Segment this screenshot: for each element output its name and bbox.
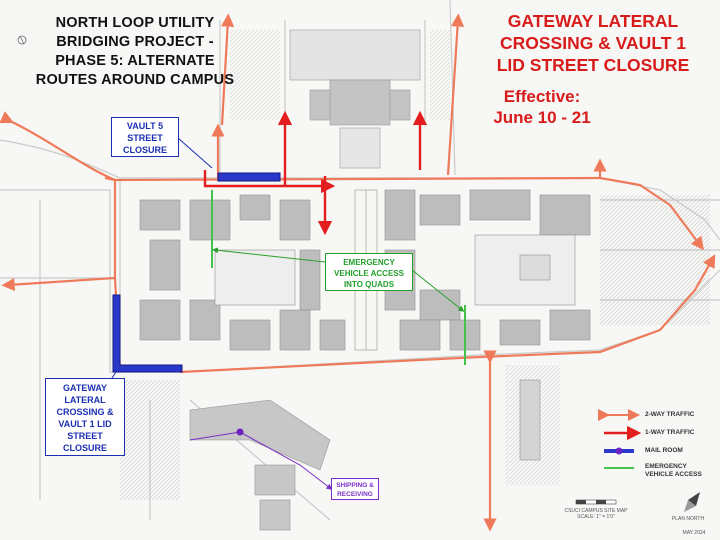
emergency-access-callout: EMERGENCY VEHICLE ACCESS INTO QUADS — [325, 253, 413, 291]
callout-line: STREET — [127, 133, 163, 143]
map-date: MAY 2024 — [682, 530, 706, 536]
legend-two-way: 2-WAY TRAFFIC — [645, 411, 695, 418]
site-map-scale: SCALE: 1" = 1'0" — [577, 514, 615, 520]
closure-title-line: LID STREET CLOSURE — [496, 55, 690, 75]
two-way-routes — [0, 13, 716, 532]
mail-room — [189, 428, 333, 490]
callout-line: INTO QUADS — [343, 280, 395, 289]
callout-line: EMERGENCY — [343, 258, 395, 267]
callout-line: CROSSING & — [56, 407, 114, 417]
legend-one-way: 1-WAY TRAFFIC — [645, 429, 695, 436]
callout-line: LATERAL — [64, 395, 106, 405]
map-title-line: NORTH LOOP UTILITY — [55, 15, 215, 31]
effective-label: Effective: — [503, 87, 581, 106]
plan-north-label: PLAN NORTH — [671, 516, 705, 522]
closure-title: GATEWAY LATERAL CROSSING & VAULT 1 LID S… — [470, 10, 716, 76]
parking-areas — [120, 30, 710, 500]
callout-line: VAULT 1 LID — [58, 419, 112, 429]
callout-line: VEHICLE ACCESS — [334, 269, 404, 278]
map-title: NORTH LOOP UTILITY BRIDGING PROJECT - PH… — [20, 14, 250, 90]
callout-line: VAULT 5 — [126, 121, 164, 131]
shipping-receiving-callout: SHIPPING & RECEIVING — [331, 478, 379, 500]
site-map-name: CSUCI CAMPUS SITE MAP — [564, 508, 628, 514]
east-quad-buildings — [384, 189, 591, 351]
site-map-caption: CSUCI CAMPUS SITE MAP SCALE: 1" = 1'0" — [560, 508, 632, 520]
callout-line: STREET — [67, 431, 103, 441]
south-buildings — [189, 379, 541, 531]
legend-symbols — [598, 409, 642, 469]
callout-line: GATEWAY — [62, 383, 107, 393]
street-closures — [112, 172, 281, 373]
north-arrow-icon — [684, 492, 700, 512]
closure-title-line: GATEWAY LATERAL — [507, 11, 679, 31]
west-quad-buildings — [139, 194, 346, 351]
legend-emergency-line: EMERGENCY — [645, 463, 687, 470]
emergency-leaders — [212, 247, 465, 312]
legend-emergency-line: VEHICLE ACCESS — [645, 471, 702, 478]
north-buildings — [289, 29, 421, 169]
effective-dates: Effective: June 10 - 21 — [482, 86, 602, 128]
legend-emergency: EMERGENCY VEHICLE ACCESS — [645, 463, 702, 479]
callout-line: SHIPPING & — [336, 482, 374, 489]
map-title-line: BRIDGING PROJECT - — [56, 34, 214, 50]
callout-line: RECEIVING — [337, 491, 373, 498]
closure-title-line: CROSSING & VAULT 1 — [499, 33, 687, 53]
emergency-access-paths — [211, 190, 466, 365]
callout-line: CLOSURE — [62, 443, 107, 453]
gateway-closure-callout: GATEWAY LATERAL CROSSING & VAULT 1 LID S… — [45, 378, 125, 456]
map-title-line: PHASE 5: ALTERNATE — [55, 53, 215, 69]
scale-bar-icon — [575, 499, 617, 505]
effective-range: June 10 - 21 — [493, 108, 591, 127]
vault5-closure-callout: VAULT 5 STREET CLOSURE — [111, 117, 179, 157]
callout-leaders — [111, 137, 213, 379]
left-edge-symbols — [17, 35, 27, 45]
callout-line: CLOSURE — [122, 145, 167, 155]
one-way-routes — [203, 110, 428, 236]
legend-mail-room: MAIL ROOM — [645, 447, 683, 454]
map-title-line: ROUTES AROUND CAMPUS — [35, 72, 235, 88]
